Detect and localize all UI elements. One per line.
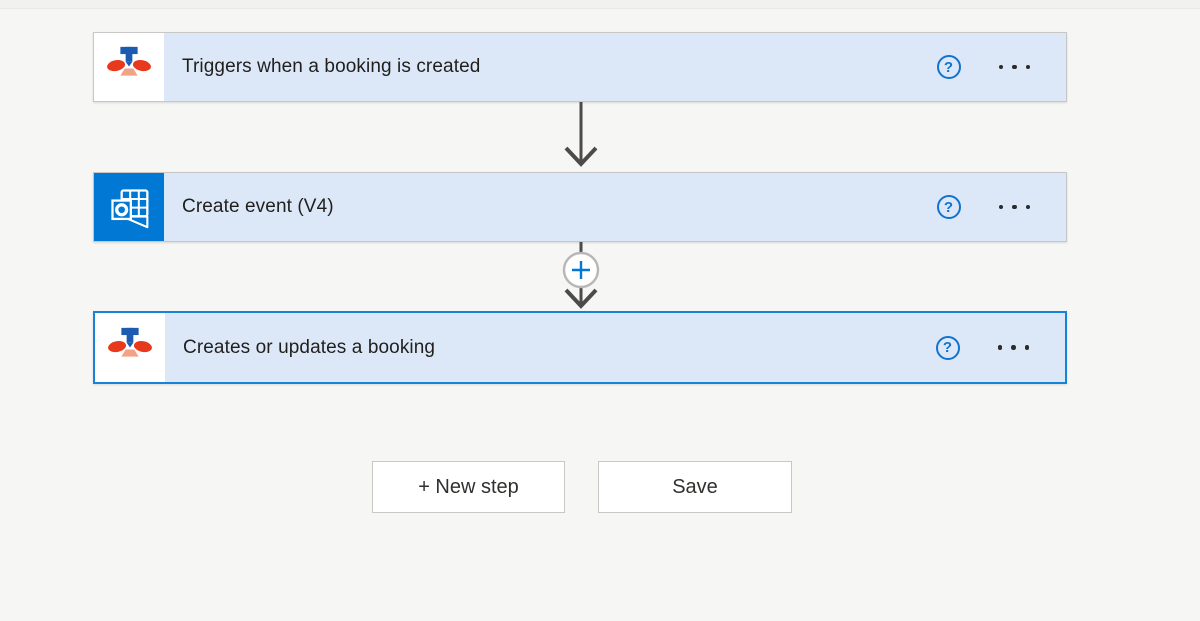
connector-arrow-down-icon	[564, 102, 598, 167]
top-divider-strip	[0, 0, 1200, 9]
help-icon[interactable]: ?	[935, 335, 960, 360]
step-title: Triggers when a booking is created	[182, 56, 481, 77]
insert-step-button[interactable]	[562, 251, 600, 289]
bookings-icon	[94, 33, 164, 101]
ellipsis-menu-icon[interactable]	[997, 199, 1033, 216]
outlook-calendar-icon	[94, 173, 164, 241]
step-card-create-update-booking[interactable]: Creates or updates a booking ?	[93, 311, 1067, 384]
step-title: Create event (V4)	[182, 196, 334, 217]
help-icon[interactable]: ?	[936, 55, 961, 79]
connector-insert-segment	[562, 242, 600, 309]
ellipsis-menu-icon[interactable]	[997, 59, 1033, 76]
step-card-trigger[interactable]: Triggers when a booking is created ?	[93, 32, 1067, 102]
ellipsis-menu-icon[interactable]	[996, 339, 1032, 356]
bookings-icon	[95, 313, 165, 382]
help-icon[interactable]: ?	[936, 195, 961, 219]
new-step-button[interactable]: + New step	[372, 461, 565, 513]
save-button[interactable]: Save	[598, 461, 792, 513]
step-card-create-event[interactable]: Create event (V4) ?	[93, 172, 1067, 242]
step-title: Creates or updates a booking	[183, 336, 436, 358]
